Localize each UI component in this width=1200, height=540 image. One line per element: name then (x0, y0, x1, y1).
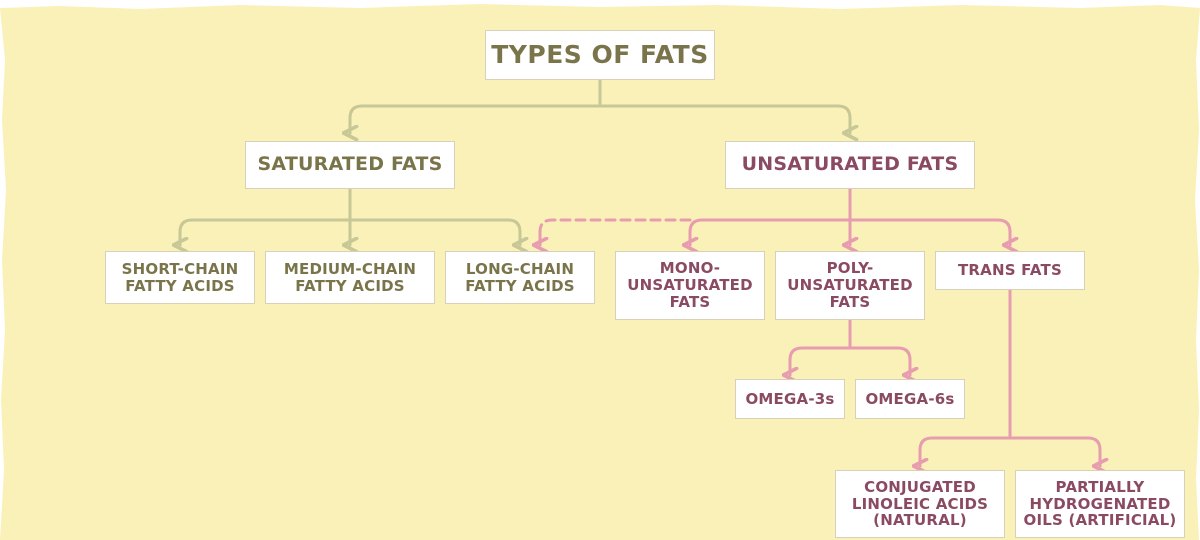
node-unsaturated-fats: UNSATURATED FATS (725, 141, 975, 189)
saturated-connectors (180, 78, 850, 245)
node-polyunsaturated-fats: POLY- UNSATURATED FATS (775, 251, 925, 320)
node-short-chain-fatty-acids: SHORT-CHAIN FATTY ACIDS (105, 251, 255, 304)
node-partially-hydrogenated-oils: PARTIALLY HYDROGENATED OILS (ARTIFICIAL) (1015, 470, 1185, 538)
node-long-chain-fatty-acids: LONG-CHAIN FATTY ACIDS (445, 251, 595, 304)
node-medium-chain-fatty-acids: MEDIUM-CHAIN FATTY ACIDS (265, 251, 435, 304)
node-saturated-fats: SATURATED FATS (245, 141, 455, 189)
node-omega-3s: OMEGA-3s (735, 379, 845, 419)
node-omega-6s: OMEGA-6s (855, 379, 965, 419)
node-conjugated-linoleic-acids: CONJUGATED LINOLEIC ACIDS (NATURAL) (835, 470, 1005, 538)
root-node-title: TYPES OF FATS (485, 30, 715, 80)
node-monounsaturated-fats: MONO- UNSATURATED FATS (615, 251, 765, 320)
unsaturated-connectors (540, 187, 1100, 466)
node-trans-fats: TRANS FATS (935, 251, 1085, 290)
